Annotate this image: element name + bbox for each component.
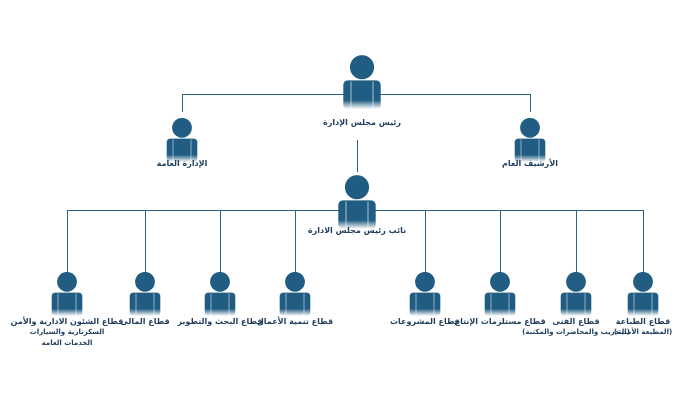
connector — [530, 94, 531, 112]
sector-6-person-icon — [558, 271, 594, 320]
sector-4-person-icon — [407, 271, 443, 320]
node-title: قطاع تنمية الأعمال — [256, 317, 334, 326]
node-subtitle: السكرتارية والسيارات — [29, 328, 105, 336]
connector — [425, 210, 426, 272]
general-admin-person-icon — [164, 117, 200, 166]
deputy-person-icon — [335, 174, 379, 233]
sector-7-person-icon — [625, 271, 661, 320]
sector-5-person-icon — [482, 271, 518, 320]
node-title: قطاع المشروعات — [390, 317, 460, 326]
sector-3-label: قطاع تنمية الأعمال — [257, 316, 333, 327]
sector-7-label: قطاع الطباعة (المطبعة الأمنية) — [614, 316, 672, 338]
chairman-label: رئيس مجلس الإدارة — [323, 117, 401, 128]
connector — [145, 210, 146, 272]
sector-0-label: قطاع الشئون الادارية والأمن السكرتارية وا… — [11, 316, 124, 349]
node-subtitle: الخدمات العامة — [41, 339, 93, 347]
node-title: قطاع الفنى — [552, 317, 600, 326]
connector — [357, 140, 358, 172]
chairman-person-icon — [340, 54, 384, 113]
node-subtitle: (التدريب والمحاضرات والمكتبة) — [522, 328, 630, 336]
node-title: قطاع الشئون الادارية والأمن — [10, 317, 124, 326]
node-title: قطاع مستلزمات الإنتاج — [454, 317, 546, 326]
node-title: قطاع الطباعة — [615, 317, 671, 326]
general-archive-person-icon — [512, 117, 548, 166]
sector-5-label: قطاع مستلزمات الإنتاج — [454, 316, 545, 327]
connector — [643, 210, 644, 272]
deputy-label: نائب رئيس مجلس الادارة — [308, 225, 406, 236]
sector-4-label: قطاع المشروعات — [390, 316, 460, 327]
sector-1-person-icon — [127, 271, 163, 320]
node-title: رئيس مجلس الإدارة — [323, 118, 401, 127]
connector — [67, 210, 68, 272]
sector-3-person-icon — [277, 271, 313, 320]
sector-6-label: قطاع الفنى (التدريب والمحاضرات والمكتبة) — [522, 316, 630, 338]
node-title: الإدارة العامة — [156, 159, 208, 168]
general-archive-label: الأرشيف العام — [502, 158, 558, 169]
general-admin-label: الإدارة العامة — [157, 158, 208, 169]
connector — [500, 210, 501, 272]
sector-1-label: قطاع المالى — [120, 316, 170, 327]
node-title: قطاع المالى — [120, 317, 170, 326]
node-title: نائب رئيس مجلس الادارة — [307, 226, 407, 235]
connector — [220, 210, 221, 272]
sector-2-label: قطاع البحث والتطوير — [177, 316, 262, 327]
node-title: الأرشيف العام — [502, 159, 558, 168]
connector — [576, 210, 577, 272]
connector — [182, 94, 183, 112]
connector — [295, 210, 296, 272]
node-title: قطاع البحث والتطوير — [177, 317, 263, 326]
sector-2-person-icon — [202, 271, 238, 320]
node-subtitle: (المطبعة الأمنية) — [613, 328, 673, 336]
sector-0-person-icon — [49, 271, 85, 320]
